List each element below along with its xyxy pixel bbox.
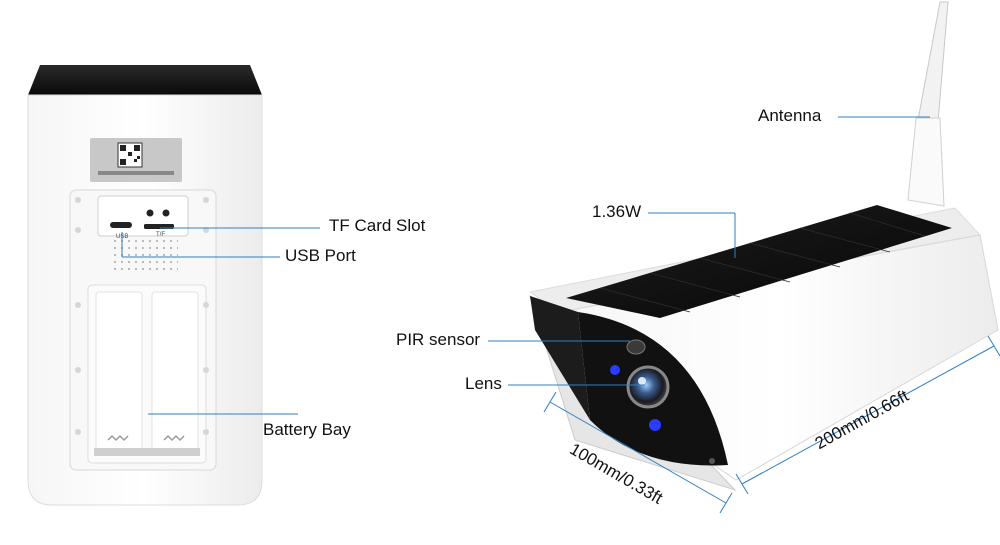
front-screw [709, 458, 715, 464]
battery-contact-bar [94, 448, 200, 456]
callout-lines [121, 116, 1000, 514]
dim-length-tick-a [735, 473, 749, 495]
usb-port-opening [110, 222, 132, 228]
camera-front-sunshield [530, 296, 590, 420]
solar-power-label: 1.36W [592, 202, 642, 221]
dim-depth-tick-b [719, 492, 733, 514]
power-button [162, 209, 170, 217]
ir-led-bottom [649, 419, 661, 431]
lens [626, 365, 670, 409]
battery-slot-right [151, 291, 199, 455]
antenna-base [907, 117, 945, 207]
solar-panel-gridlines [599, 212, 926, 313]
tf-text: T/F [156, 232, 165, 238]
solar-panel [566, 205, 952, 318]
ir-led-top [610, 365, 620, 375]
tf-card-slot-label: TF Card Slot [329, 216, 426, 235]
dim-length-line [741, 345, 995, 485]
lens-label: Lens [465, 374, 502, 393]
pir-sensor [626, 339, 646, 355]
qr-serial-line [98, 171, 174, 175]
battery-springs [107, 434, 185, 442]
qr-modules [120, 145, 140, 165]
dim-depth-tick-a [543, 391, 557, 413]
lens-highlight [638, 377, 646, 385]
side-view-camera [528, 1, 999, 492]
dim-length-tick-b [987, 335, 1000, 357]
antenna [917, 1, 949, 123]
dim-depth-line [549, 401, 727, 504]
speaker-grille [110, 240, 178, 270]
back-top-solar-cap [28, 65, 262, 95]
usb-port-label: USB Port [285, 246, 356, 265]
battery-bay-label: Battery Bay [263, 420, 351, 439]
back-view-camera: USB T/F [27, 65, 263, 506]
pir-sensor-label: PIR sensor [396, 330, 481, 349]
reset-button [146, 209, 154, 217]
antenna-label: Antenna [758, 106, 822, 125]
control-board [97, 195, 189, 237]
battery-slot-left [95, 291, 143, 455]
